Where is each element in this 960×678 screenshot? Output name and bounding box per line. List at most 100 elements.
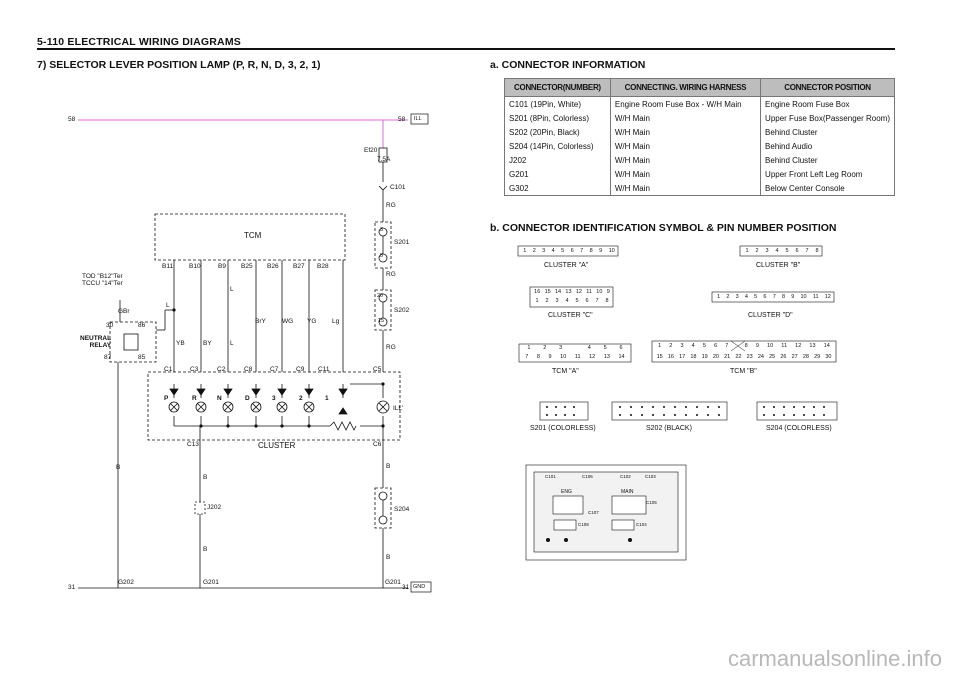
fusebox-c104-label: C104: [636, 522, 647, 527]
pin-label: 7: [772, 294, 776, 300]
pin-label: 28: [802, 354, 809, 360]
fusebox-c106-label: C106: [582, 474, 593, 479]
pin-label: 8: [536, 354, 540, 360]
pin-label: 4: [551, 248, 555, 254]
pin-label: 26: [780, 354, 787, 360]
wire-rg-1: RG: [386, 202, 396, 209]
cluster-pin-c9: C9: [296, 366, 305, 373]
connector-ident-title: b. CONNECTOR IDENTIFICATION SYMBOL & PIN…: [490, 222, 837, 234]
ill-lamp-label: ILL': [393, 405, 404, 412]
cluster-c-caption: CLUSTER "C": [548, 312, 593, 319]
fusebox-c102-label: C102: [620, 474, 631, 479]
pin-label: 18: [690, 354, 697, 360]
pin-label: 6: [570, 248, 574, 254]
ground-g202: G202: [118, 579, 134, 586]
tcm-b-connector: [651, 340, 837, 363]
cluster-pin-c7: C7: [270, 366, 279, 373]
neutral-relay-box: [109, 321, 157, 363]
s202-connector: [611, 401, 728, 421]
pin-label: 10: [767, 343, 774, 349]
tcm-pin-b11: B11: [162, 263, 174, 270]
lamp-label-2: 2: [299, 395, 303, 402]
lamp-row: [168, 400, 390, 414]
lamp-ill: [376, 400, 390, 414]
tcm-label: TCM: [244, 231, 262, 240]
pin-label: 4: [691, 343, 695, 349]
cluster-a-connector: [517, 245, 619, 257]
pin-label: 13: [565, 289, 572, 295]
tcm-pin-b10: B10: [189, 263, 201, 270]
pin-label: 7: [580, 248, 584, 254]
pin-label: 12: [575, 289, 582, 295]
diode: [277, 388, 287, 396]
cluster-box: [147, 371, 401, 441]
relay-pin-87: 87: [104, 354, 112, 361]
pin-label: 6: [585, 298, 589, 304]
gnd-tag-box: [410, 581, 432, 593]
pin-label: 7: [725, 343, 729, 349]
cluster-pin-c13: C13: [187, 441, 199, 448]
table-row: C101 (19Pin, White)Engine Room Fuse Box …: [504, 96, 895, 111]
pin-label: 6: [619, 345, 623, 351]
gnd-tag: GND: [413, 584, 426, 590]
ill-tag-box: [410, 113, 429, 125]
lamp-label-3: 3: [272, 395, 276, 402]
header-rule: [37, 48, 895, 50]
pin-label: 7: [525, 354, 529, 360]
pin-label: 16: [667, 354, 674, 360]
pin-label: 3: [735, 294, 739, 300]
neutral-relay-label: NEUTRAL RELAY: [80, 335, 112, 349]
diode: [338, 388, 348, 396]
wire-lg: Lg: [332, 318, 340, 325]
fusebox-main-label: MAIN: [621, 489, 634, 495]
wire-wg: WG: [282, 318, 294, 325]
wire-b-s204: B: [386, 554, 391, 561]
pin-label: 11: [812, 294, 819, 300]
fusebox-eng-label: ENG: [561, 489, 572, 495]
ground-g201-b: G201: [385, 579, 401, 586]
fusebox-c101-label: C101: [545, 474, 556, 479]
pin-label: 8: [605, 298, 609, 304]
pin-label: 6: [763, 294, 767, 300]
fusebox-c107-label: C107: [588, 510, 599, 515]
pin-label: 3: [680, 343, 684, 349]
pin-label: 10: [608, 248, 615, 254]
relay-pin-85: 85: [138, 354, 146, 361]
tcm-b-caption: TCM "B": [730, 368, 757, 375]
pin-label: 4: [565, 298, 569, 304]
j202-label: J202: [207, 504, 222, 511]
lamp-3: [276, 401, 288, 413]
s202-pin-a: 20: [377, 293, 384, 299]
cluster-c-connector: [529, 286, 614, 308]
table-header-position: CONNECTOR POSITION: [760, 78, 895, 97]
pin-label: 5: [575, 298, 579, 304]
pin-label: 13: [603, 354, 610, 360]
section-title: 7) SELECTOR LEVER POSITION LAMP (P, R, N…: [37, 59, 321, 71]
pin-label: 10: [800, 294, 807, 300]
fusebox-c108-label: C108: [578, 522, 589, 527]
pin-label: 1: [527, 345, 531, 351]
lamp-label-n: N: [217, 395, 222, 402]
pin-label: 9: [791, 294, 795, 300]
wire-yg: YG: [307, 318, 317, 325]
lamp-label-r: R: [192, 395, 197, 402]
table-cell: Below Center Console: [760, 181, 895, 196]
cluster-pin-c6: C6: [373, 441, 382, 448]
wire-rg-3: RG: [386, 344, 396, 351]
table-cell: Engine Room Fuse Box - W/H Main: [609, 96, 762, 111]
pin-label: 4: [775, 248, 779, 254]
pin-label: 15: [656, 354, 663, 360]
fusebox-c108: [553, 519, 577, 531]
diode: [196, 388, 206, 396]
cluster-b-connector: [739, 245, 823, 257]
pin-label: 2: [726, 294, 730, 300]
cluster-d-connector: [711, 291, 835, 303]
relay-coil: [123, 333, 139, 351]
